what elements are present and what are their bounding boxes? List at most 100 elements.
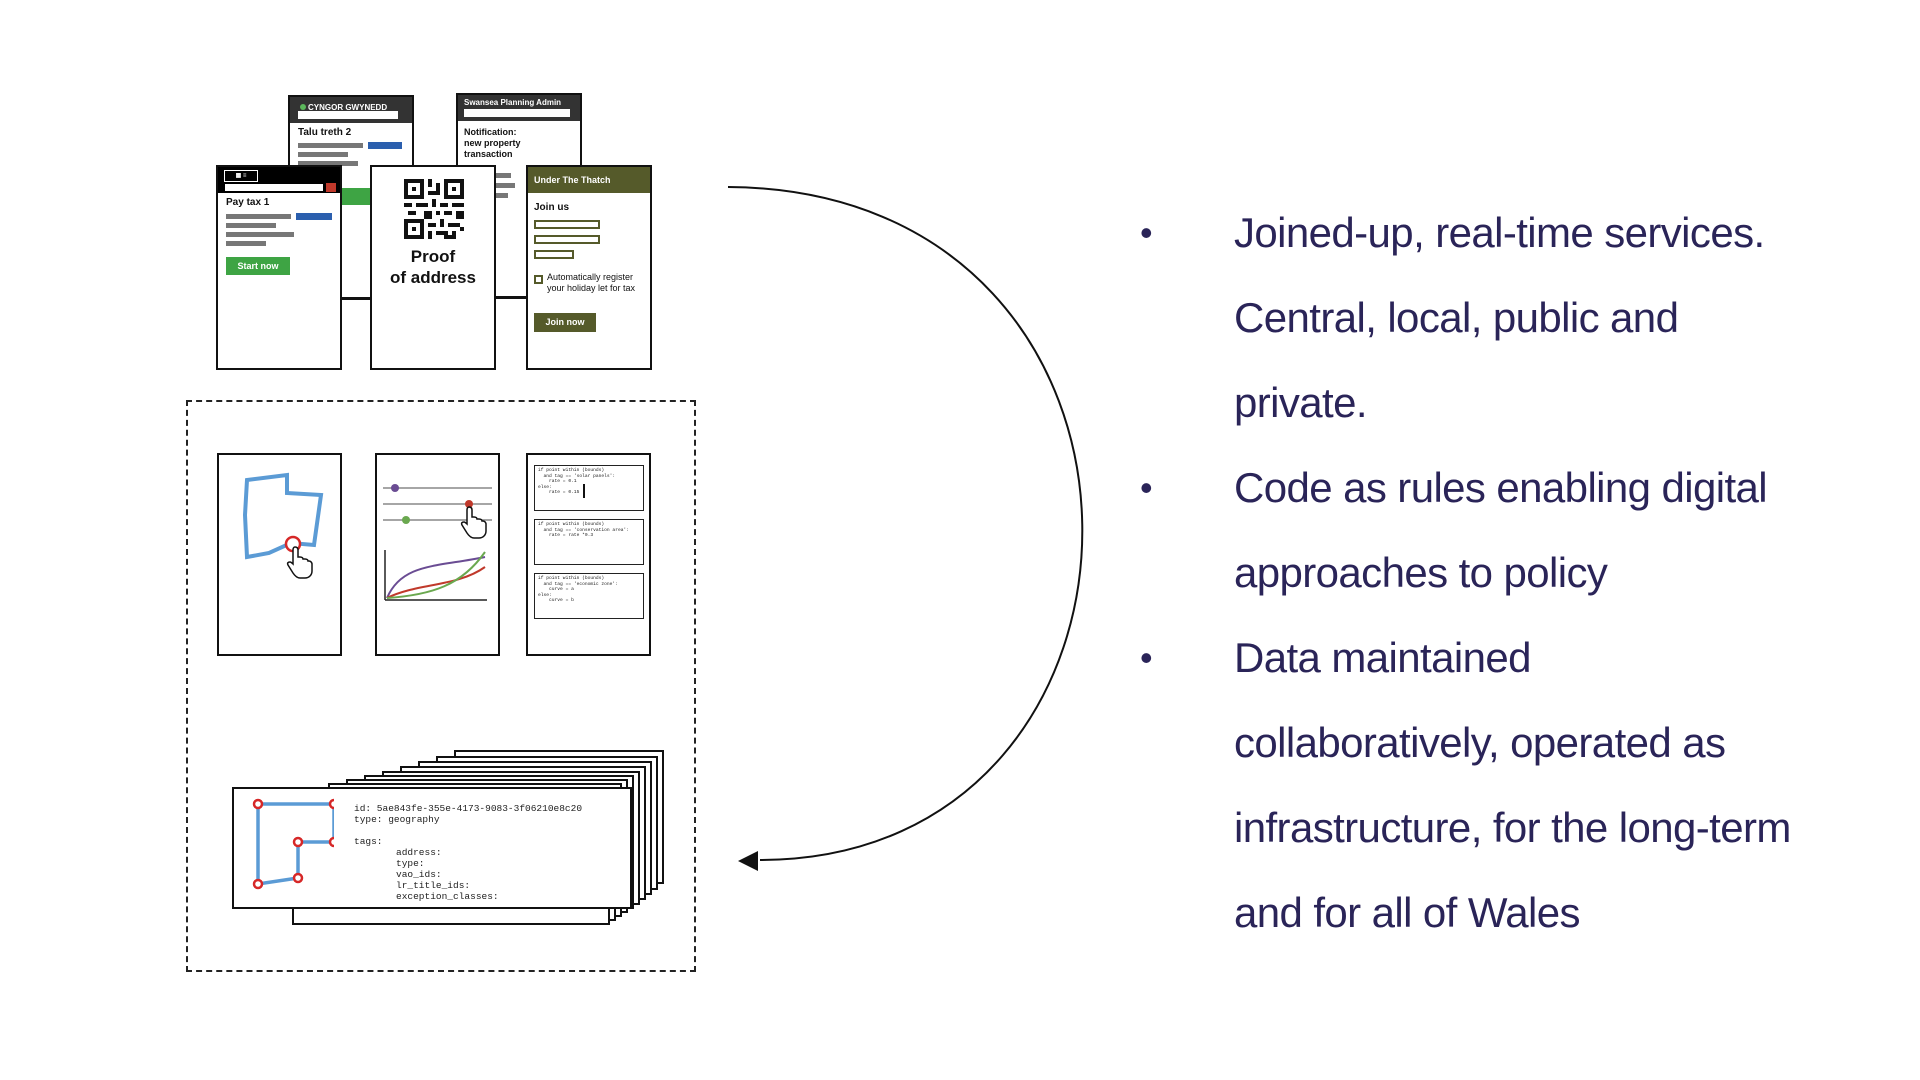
start-now-label: Start now	[237, 261, 279, 271]
record-front: id: 5ae843fe-355e-4173-9083-3f06210e8c20…	[232, 787, 632, 909]
text-line	[493, 183, 515, 188]
text-line	[226, 214, 291, 219]
text-line	[298, 152, 348, 157]
flow-arrow-curve	[727, 186, 1084, 861]
code-block-3-text: if point within (bounds) and tag == 'eco…	[538, 576, 618, 604]
link-bar	[368, 142, 402, 149]
record-field-exception-classes: exception_classes:	[396, 891, 499, 902]
card-swansea-search	[464, 109, 570, 117]
slider-thumb-purple	[391, 484, 399, 492]
card-gwynedd-header: CYNGOR GWYNEDD	[290, 97, 412, 123]
proof-line2: of address	[390, 268, 476, 287]
text-line	[298, 143, 363, 148]
map-shape	[242, 472, 324, 579]
geometry-node	[328, 836, 334, 848]
start-now-button[interactable]: Start now	[226, 257, 290, 275]
map-polygon	[242, 472, 324, 560]
bullet-code-as-rules: • Code as rules enabling digital approac…	[1140, 445, 1900, 615]
bullet-3-line4: and for all of Wales	[1234, 889, 1581, 936]
geometry-shape	[252, 798, 334, 890]
text-cursor-icon	[583, 484, 585, 498]
bullet-1-line1: Joined-up, real-time services.	[1234, 209, 1765, 256]
code-block-3: if point within (bounds) and tag == 'eco…	[534, 573, 644, 619]
card-swansea-header: Swansea Planning Admin	[458, 95, 580, 121]
qr-code-icon	[404, 179, 464, 239]
search-icon[interactable]	[326, 183, 336, 192]
card-gwynedd-header-text: CYNGOR GWYNEDD	[308, 103, 388, 112]
bullet-2-line2: approaches to policy	[1234, 549, 1608, 596]
hand-pointer-icon	[286, 546, 313, 579]
card-swansea-header-text: Swansea Planning Admin	[464, 98, 562, 107]
geometry-node	[252, 878, 264, 890]
connector-line	[342, 297, 370, 299]
card-pay-tax-title: Pay tax 1	[226, 197, 270, 208]
arrowhead-icon	[738, 851, 758, 871]
card-swansea-line3: transaction	[464, 149, 513, 159]
code-block-1: if point within (bounds) and tag == 'sol…	[534, 465, 644, 511]
hand-pointer-icon	[460, 506, 487, 539]
leaf-icon	[300, 104, 306, 110]
record-id: id: 5ae843fe-355e-4173-9083-3f06210e8c20	[354, 803, 583, 814]
geometry-node	[252, 798, 264, 810]
card-pay-tax-search	[224, 183, 324, 192]
text-line	[298, 161, 358, 166]
text-line	[226, 232, 294, 237]
bullet-3-line3: infrastructure, for the long-term	[1234, 804, 1791, 851]
card-code-rules: if point within (bounds) and tag == 'sol…	[526, 453, 651, 656]
curve-green	[386, 551, 486, 599]
text-line	[493, 173, 511, 178]
join-now-label: Join now	[545, 317, 585, 327]
link-bar	[296, 213, 332, 220]
slider-thumb-green	[402, 516, 410, 524]
bullet-joined-up: • Joined-up, real-time services. Central…	[1140, 190, 1900, 445]
join-field-1[interactable]	[534, 220, 600, 229]
card-gwynedd-title: Talu treth 2	[298, 127, 352, 138]
record-type: type: geography	[354, 814, 440, 825]
curve-red	[386, 566, 486, 599]
bullet-dot: •	[1140, 212, 1153, 253]
code-block-2-text: if point within (bounds) and tag == 'con…	[538, 522, 629, 539]
bullet-dot: •	[1140, 467, 1153, 508]
join-field-3[interactable]	[534, 250, 574, 259]
join-now-button[interactable]: Join now	[534, 313, 596, 332]
text-line	[226, 223, 276, 228]
geometry-node	[292, 836, 304, 848]
checkbox-icon[interactable]	[534, 275, 543, 284]
record-tags: tags:	[354, 836, 383, 847]
bullet-3-line2: collaboratively, operated as	[1234, 719, 1726, 766]
join-field-2[interactable]	[534, 235, 600, 244]
code-block-2: if point within (bounds) and tag == 'con…	[534, 519, 644, 565]
checkbox-label: Automatically register your holiday let …	[547, 272, 636, 293]
card-thatch: Under The Thatch Join us Automatically r…	[526, 165, 652, 370]
bullet-dot: •	[1140, 637, 1153, 678]
card-swansea-line2: new property	[464, 138, 521, 148]
record-field-vao-ids: vao_ids:	[396, 869, 442, 880]
card-proof: Proof of address	[370, 165, 496, 370]
card-parameter-sliders	[375, 453, 500, 656]
geometry-node	[328, 798, 334, 810]
bullet-1-line2: Central, local, public and	[1234, 294, 1679, 341]
card-swansea-line1: Notification:	[464, 127, 517, 137]
geometry-node	[292, 872, 304, 884]
card-map-editor	[217, 453, 342, 656]
card-thatch-header-text: Under The Thatch	[534, 175, 611, 185]
bullet-3-line1: Data maintained	[1234, 634, 1531, 681]
connector-line	[496, 297, 526, 299]
platform-container	[186, 400, 696, 972]
curve-purple	[386, 556, 486, 599]
bullet-list: • Joined-up, real-time services. Central…	[1140, 190, 1900, 955]
card-pay-tax: ▦ ≡ Pay tax 1 Start now	[216, 165, 342, 370]
card-thatch-title: Join us	[534, 202, 570, 213]
card-thatch-header: Under The Thatch	[528, 167, 650, 193]
text-line	[493, 193, 508, 198]
record-field-type: type:	[396, 858, 425, 869]
bullet-data-maintained: • Data maintained collaboratively, opera…	[1140, 615, 1900, 955]
record-field-address: address:	[396, 847, 442, 858]
slider-thumb-red	[465, 500, 473, 508]
text-line	[226, 241, 266, 246]
bullet-2-line1: Code as rules enabling digital	[1234, 464, 1768, 511]
proof-line1: Proof	[410, 247, 456, 266]
slider-chart	[383, 484, 492, 601]
code-block-1-text: if point within (bounds) and tag == 'sol…	[538, 468, 616, 496]
welsh-gov-logo-icon: ▦ ≡	[224, 170, 258, 182]
